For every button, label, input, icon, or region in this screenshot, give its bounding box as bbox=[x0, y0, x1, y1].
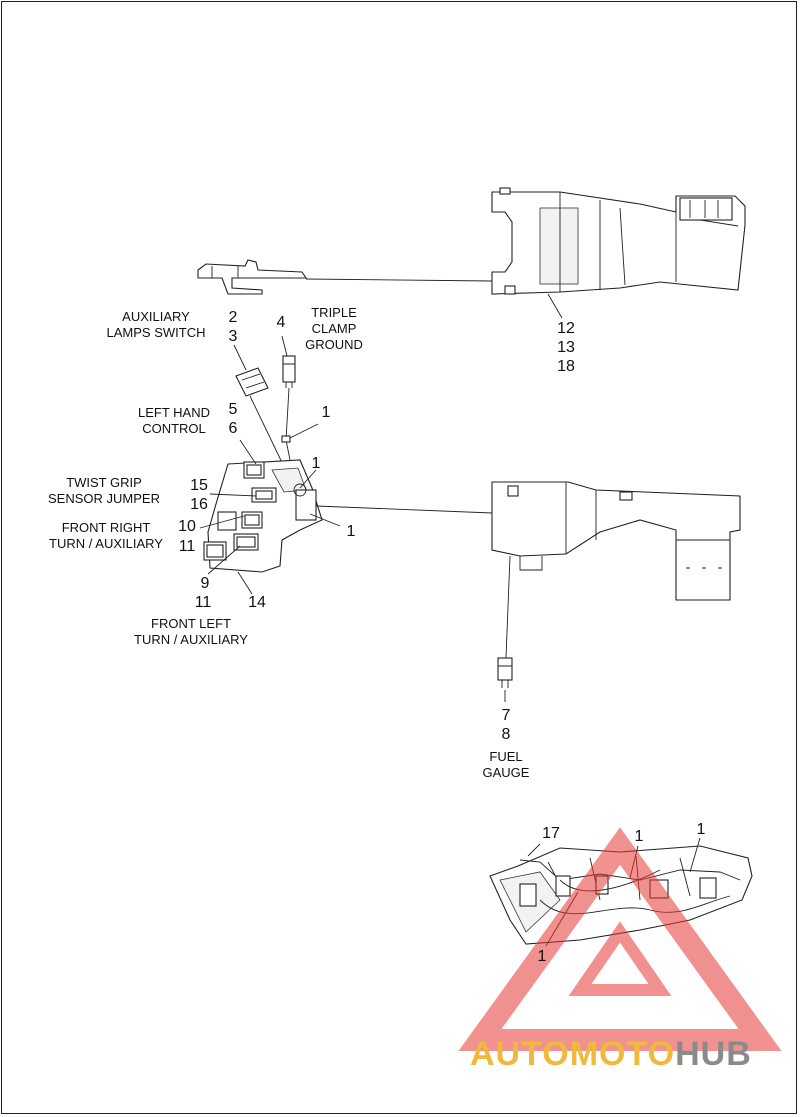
lower-wire bbox=[315, 505, 493, 514]
callout-14: 14 bbox=[248, 594, 266, 611]
callout-17: 17 bbox=[542, 825, 560, 842]
callout-10: 10 bbox=[178, 518, 196, 535]
watermark-triangle bbox=[458, 827, 782, 1051]
leader-17 bbox=[527, 843, 541, 857]
fuel-gauge-wire bbox=[505, 555, 511, 659]
callout-4: 4 bbox=[276, 314, 286, 331]
leader-1a bbox=[289, 423, 319, 439]
triple-clamp-ground-connector bbox=[282, 355, 296, 388]
upper-harness-housing bbox=[491, 187, 746, 295]
callout-7: 7 bbox=[501, 707, 511, 724]
label-auxiliary-lamps-switch: AUXILIARY LAMPS SWITCH bbox=[106, 309, 206, 340]
leader-16 bbox=[209, 493, 257, 497]
label-triple-clamp-ground: TRIPLE CLAMP GROUND bbox=[305, 305, 363, 352]
label-twist-grip-sensor-jumper: TWIST GRIP SENSOR JUMPER bbox=[48, 475, 160, 506]
callout-18: 18 bbox=[557, 358, 575, 375]
callout-9: 9 bbox=[200, 575, 210, 592]
watermark-moto: MOTO bbox=[569, 1035, 676, 1073]
leader-1b bbox=[299, 469, 317, 489]
label-fuel-gauge: FUEL GAUGE bbox=[482, 749, 530, 780]
label-front-left-turn-auxiliary: FRONT LEFT TURN / AUXILIARY bbox=[134, 616, 248, 647]
lower-harness-housing bbox=[491, 481, 741, 601]
callout-3: 3 bbox=[228, 328, 238, 345]
label-front-right-turn-auxiliary: FRONT RIGHT TURN / AUXILIARY bbox=[49, 520, 163, 551]
callout-1-detail-right: 1 bbox=[696, 821, 706, 838]
leader-4 bbox=[281, 335, 288, 357]
callout-1-upper: 1 bbox=[311, 455, 321, 472]
callout-5: 5 bbox=[228, 401, 238, 418]
callout-1-ground-clip: 1 bbox=[321, 404, 331, 421]
watermark-auto: AUTO bbox=[470, 1035, 570, 1073]
leader-9 bbox=[207, 545, 241, 575]
callout-12: 12 bbox=[557, 320, 575, 337]
callout-13: 13 bbox=[557, 339, 575, 356]
callout-1-right: 1 bbox=[346, 523, 356, 540]
callout-1-detail-middle: 1 bbox=[634, 828, 644, 845]
callout-16: 16 bbox=[190, 496, 208, 513]
callout-2: 2 bbox=[228, 309, 238, 326]
leader-1e bbox=[689, 837, 701, 873]
auxiliary-lamps-switch-connector bbox=[235, 367, 269, 397]
fuel-gauge-connector bbox=[497, 657, 513, 688]
label-left-hand-control: LEFT HAND CONTROL bbox=[138, 405, 210, 436]
leader-12 bbox=[547, 293, 563, 319]
leader-6 bbox=[239, 439, 257, 465]
clip-1a bbox=[281, 435, 291, 443]
upper-left-bracket bbox=[197, 259, 308, 295]
leader-14 bbox=[237, 571, 253, 595]
watermark-hub: HUB bbox=[675, 1035, 752, 1073]
left-hand-control-housing bbox=[203, 459, 323, 573]
callout-11-right: 11 bbox=[178, 538, 196, 555]
leader-aux bbox=[233, 344, 247, 371]
watermark-logo: AUTOMOTOHUB bbox=[470, 1035, 752, 1074]
callout-6: 6 bbox=[228, 420, 238, 437]
callout-1-detail-bottom: 1 bbox=[537, 948, 547, 965]
leader-10 bbox=[199, 515, 245, 529]
callout-8: 8 bbox=[501, 726, 511, 743]
leader-1c bbox=[309, 513, 341, 527]
callout-11-left: 11 bbox=[194, 594, 212, 611]
callout-15: 15 bbox=[190, 477, 208, 494]
upper-wire bbox=[305, 278, 493, 282]
